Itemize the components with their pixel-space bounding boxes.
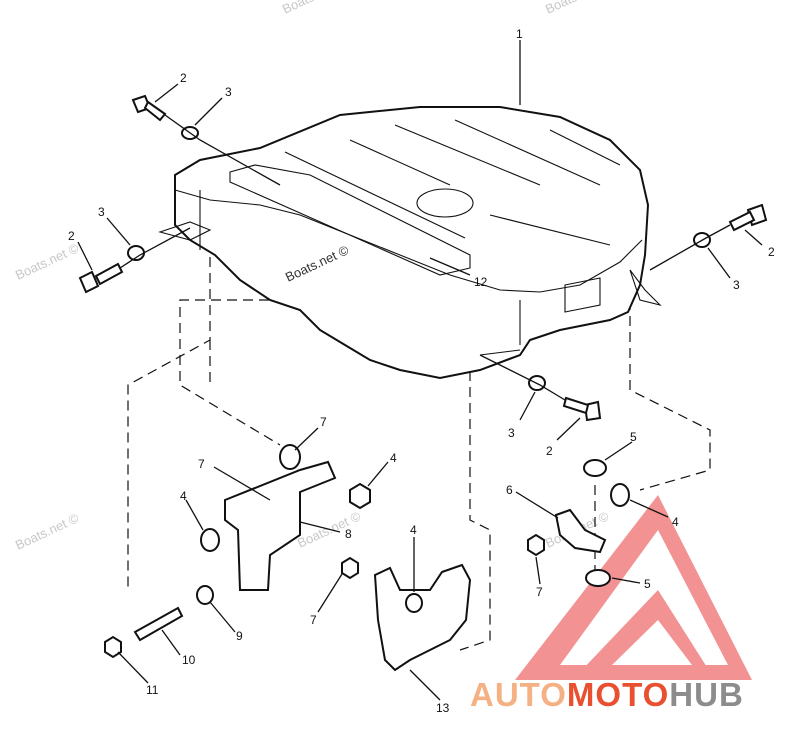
callout-3: 3 bbox=[98, 205, 105, 219]
brand-part-auto: AUTO bbox=[470, 676, 567, 713]
callout-7: 7 bbox=[536, 585, 543, 599]
callout-13: 13 bbox=[436, 701, 450, 715]
callout-4: 4 bbox=[180, 489, 187, 503]
callout-1: 1 bbox=[516, 27, 523, 41]
grommet-icon bbox=[279, 444, 301, 470]
watermark-text: Boats.net © bbox=[280, 0, 348, 17]
bracket-icon bbox=[554, 508, 607, 554]
cover-hardware bbox=[78, 94, 768, 422]
grommet-icon bbox=[200, 528, 220, 552]
callout-3: 3 bbox=[733, 278, 740, 292]
callout-12: 12 bbox=[474, 275, 488, 289]
bolt-icon bbox=[131, 94, 167, 122]
nut-icon bbox=[349, 482, 371, 510]
engine-cover bbox=[158, 106, 662, 380]
nut-icon bbox=[341, 556, 359, 580]
callout-4: 4 bbox=[390, 451, 397, 465]
stud-icon bbox=[133, 606, 184, 642]
callout-7: 7 bbox=[320, 415, 327, 429]
nut-icon bbox=[104, 635, 122, 659]
brand-part-moto: MOTO bbox=[567, 676, 669, 713]
leader-lines bbox=[77, 40, 763, 701]
callout-9: 9 bbox=[236, 629, 243, 643]
callout-4: 4 bbox=[672, 515, 679, 529]
bracket-assembly-right bbox=[527, 459, 630, 587]
bolt-icon bbox=[562, 396, 602, 422]
washer-icon bbox=[585, 569, 611, 587]
callout-5: 5 bbox=[644, 577, 651, 591]
svg-text:AUTOMOTOHUB: AUTOMOTOHUB bbox=[470, 676, 744, 713]
callout-2: 2 bbox=[768, 245, 775, 259]
watermark-text: Boats.net © bbox=[543, 0, 611, 17]
grommet-icon bbox=[405, 593, 423, 613]
callout-11: 11 bbox=[146, 683, 159, 697]
brand-part-hub: HUB bbox=[669, 676, 744, 713]
callout-3: 3 bbox=[508, 426, 515, 440]
callout-6: 6 bbox=[506, 483, 513, 497]
callout-2: 2 bbox=[68, 229, 75, 243]
bolt-icon bbox=[78, 262, 124, 294]
callout-8: 8 bbox=[345, 527, 352, 541]
callout-labels: 1 2 3 3 2 2 3 12 3 2 7 7 4 4 8 9 10 11 7… bbox=[68, 27, 775, 715]
grommet-icon bbox=[610, 483, 630, 507]
watermark-text: Boats.net © bbox=[13, 510, 81, 553]
callout-5: 5 bbox=[630, 430, 637, 444]
callout-4: 4 bbox=[410, 523, 417, 537]
callout-7: 7 bbox=[198, 457, 205, 471]
washer-icon bbox=[196, 585, 214, 605]
bolt-icon bbox=[728, 203, 768, 232]
callout-2: 2 bbox=[180, 71, 187, 85]
callout-7: 7 bbox=[310, 613, 317, 627]
bracket-assembly-left bbox=[104, 444, 371, 659]
brand-wordmark: AUTOMOTOHUB bbox=[470, 676, 744, 713]
callout-10: 10 bbox=[182, 653, 196, 667]
watermark-text: Boats.net © bbox=[13, 240, 81, 283]
washer-icon bbox=[583, 459, 607, 477]
brand-logo-triangles bbox=[515, 495, 752, 680]
callout-2: 2 bbox=[546, 444, 553, 458]
callout-3: 3 bbox=[225, 85, 232, 99]
bracket-13 bbox=[341, 556, 472, 672]
nut-icon bbox=[527, 533, 545, 557]
bracket-icon bbox=[224, 460, 337, 591]
